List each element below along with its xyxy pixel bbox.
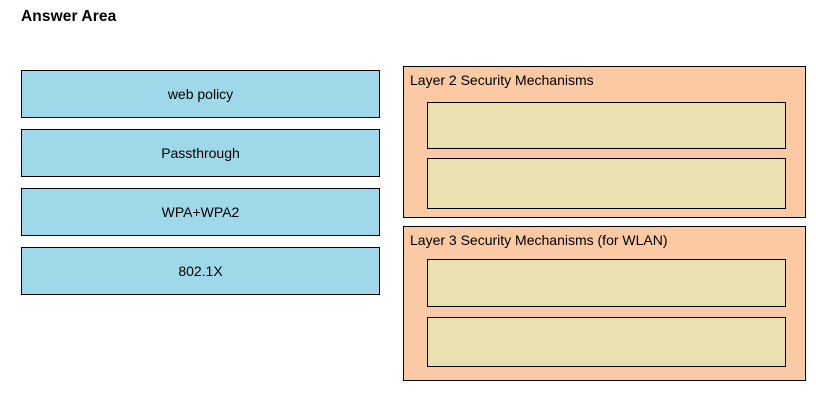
option-tile-passthrough[interactable]: Passthrough [21, 129, 380, 177]
drop-slot-value [428, 318, 785, 366]
drop-slot-layer-2-1[interactable] [427, 102, 786, 149]
option-tile-802-1x[interactable]: 802.1X [21, 247, 380, 295]
drop-panel-header: Layer 2 Security Mechanisms [410, 72, 594, 88]
drop-slot-layer-3-1[interactable] [427, 259, 786, 307]
drop-slot-layer-2-2[interactable] [427, 158, 786, 209]
option-tile-label: Passthrough [161, 145, 240, 161]
drop-slot-value [428, 159, 785, 208]
drop-slot-value [428, 103, 785, 148]
page-title: Answer Area [21, 8, 117, 25]
option-tile-wpa-wpa2[interactable]: WPA+WPA2 [21, 188, 380, 236]
drop-panel-layer-2: Layer 2 Security Mechanisms [403, 66, 806, 218]
drop-panel-layer-3: Layer 3 Security Mechanisms (for WLAN) [403, 226, 806, 381]
option-tile-label: web policy [167, 86, 234, 102]
option-tile-label: 802.1X [178, 263, 223, 279]
drop-slot-layer-3-2[interactable] [427, 317, 786, 367]
option-tile-label: WPA+WPA2 [161, 204, 240, 220]
option-tile-web-policy[interactable]: web policy [21, 70, 380, 118]
drop-slot-value [428, 260, 785, 306]
drop-panel-header: Layer 3 Security Mechanisms (for WLAN) [410, 232, 668, 248]
